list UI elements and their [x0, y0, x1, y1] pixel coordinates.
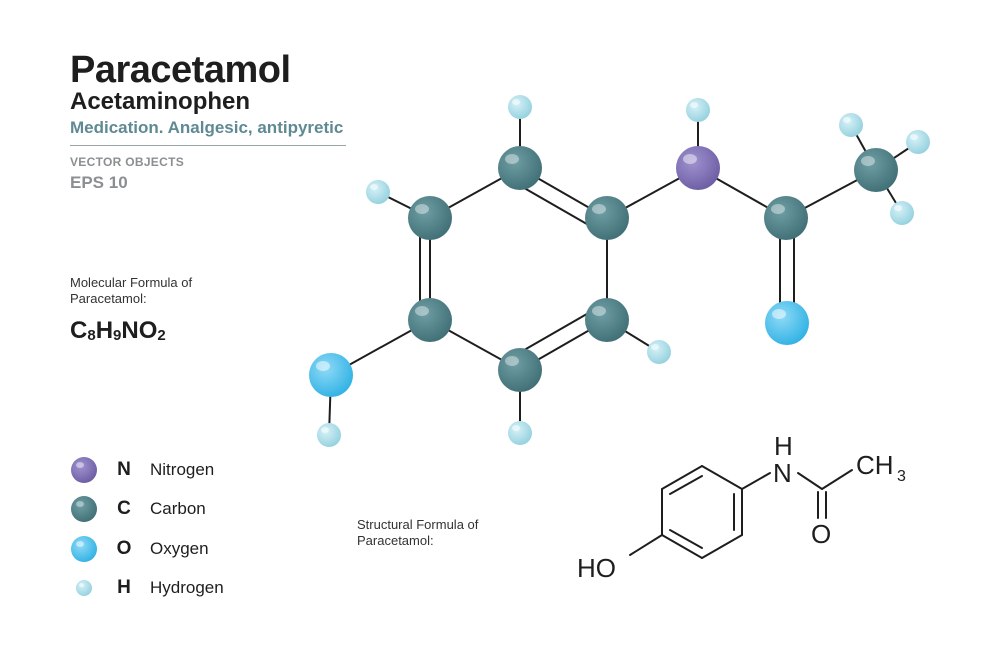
skeletal-labels: N H O HO CH 3 [577, 431, 906, 583]
hydrogen-atom [686, 98, 710, 122]
ring-double-bond [669, 529, 703, 549]
formula-count: 8 [87, 327, 96, 344]
legend-symbol: H [117, 577, 131, 599]
ring-bond [701, 534, 743, 559]
ring-bond [661, 534, 703, 559]
formula-element: C [70, 317, 88, 344]
carbon-atom [585, 298, 629, 342]
eps-label: EPS 10 [70, 173, 128, 192]
oxygen-atom [309, 353, 353, 397]
structural-n-label: N [773, 458, 792, 488]
structural-formula-label: Structural Formula of Paracetamol: [357, 517, 479, 548]
legend-item-hydrogen: H Hydrogen [70, 569, 224, 609]
formula-element: H [95, 317, 114, 344]
nitrogen-atom-icon [70, 456, 98, 484]
structural-h-label: H [774, 431, 793, 461]
hydrogen-atom [508, 421, 532, 445]
legend-name: Oxygen [150, 538, 209, 558]
bond-ring-to-ho [629, 534, 663, 556]
formula-count: 9 [113, 327, 122, 344]
structural-ho-label: HO [577, 553, 616, 583]
carbon-atom [408, 298, 452, 342]
hydrogen-atom [508, 95, 532, 119]
carbon-atom [585, 196, 629, 240]
carbon-atom [498, 348, 542, 392]
atoms [309, 95, 930, 447]
nitrogen-atom [676, 146, 720, 190]
bond-n-to-carbonyl [797, 472, 823, 490]
vector-objects-label: VECTOR OBJECTS [70, 155, 184, 169]
divider [70, 145, 346, 146]
subtitle: Acetaminophen [70, 88, 251, 115]
legend-name: Nitrogen [150, 459, 215, 479]
ring-double-bond [669, 475, 703, 495]
hydrogen-atom [366, 180, 390, 204]
carbon-atom-icon [70, 495, 98, 523]
oxygen-atom-icon [70, 535, 98, 563]
formula-element: N [121, 317, 139, 344]
legend-item-oxygen: O Oxygen [70, 529, 224, 569]
bond-ring-to-n [741, 472, 771, 490]
structural-subscript-3: 3 [897, 468, 906, 485]
legend-name: Carbon [150, 499, 206, 519]
legend-item-nitrogen: N Nitrogen [70, 450, 224, 490]
formula-count: 2 [157, 327, 166, 344]
formula-element: O [138, 317, 158, 344]
structural-ch-label: CH [856, 450, 894, 480]
molecular-formula: C8H9NO2 [70, 317, 166, 345]
bond-double [511, 306, 600, 358]
carbon-atom [854, 148, 898, 192]
legend-symbol: O [116, 537, 132, 559]
hydrogen-atom [890, 201, 914, 225]
hydrogen-atom [839, 113, 863, 137]
legend-item-carbon: C Carbon [70, 490, 224, 530]
legend-symbol: N [117, 458, 131, 480]
carbon-atom [408, 196, 452, 240]
atom-legend: N Nitrogen C Carbon O Oxygen H Hydrogen [70, 450, 224, 608]
hydrogen-atom [906, 130, 930, 154]
description: Medication. Analgesic, antipyretic [70, 118, 344, 137]
legend-symbol: C [117, 498, 131, 520]
bond-carbonyl-to-ch3 [821, 469, 853, 490]
hydrogen-atom [647, 340, 671, 364]
hydrogen-atom-icon [70, 574, 98, 602]
molecular-formula-label: Molecular Formula of Paracetamol: [70, 275, 193, 306]
bond-double [511, 180, 600, 232]
carbon-atom [764, 196, 808, 240]
skeletal-bonds [629, 465, 853, 559]
hydrogen-atom [317, 423, 341, 447]
structural-o-label: O [811, 519, 831, 549]
ring-bond [701, 465, 743, 490]
title: Paracetamol [70, 49, 291, 91]
ring-bond [661, 465, 703, 490]
oxygen-atom [765, 301, 809, 345]
carbon-atom [498, 146, 542, 190]
legend-name: Hydrogen [150, 578, 224, 598]
